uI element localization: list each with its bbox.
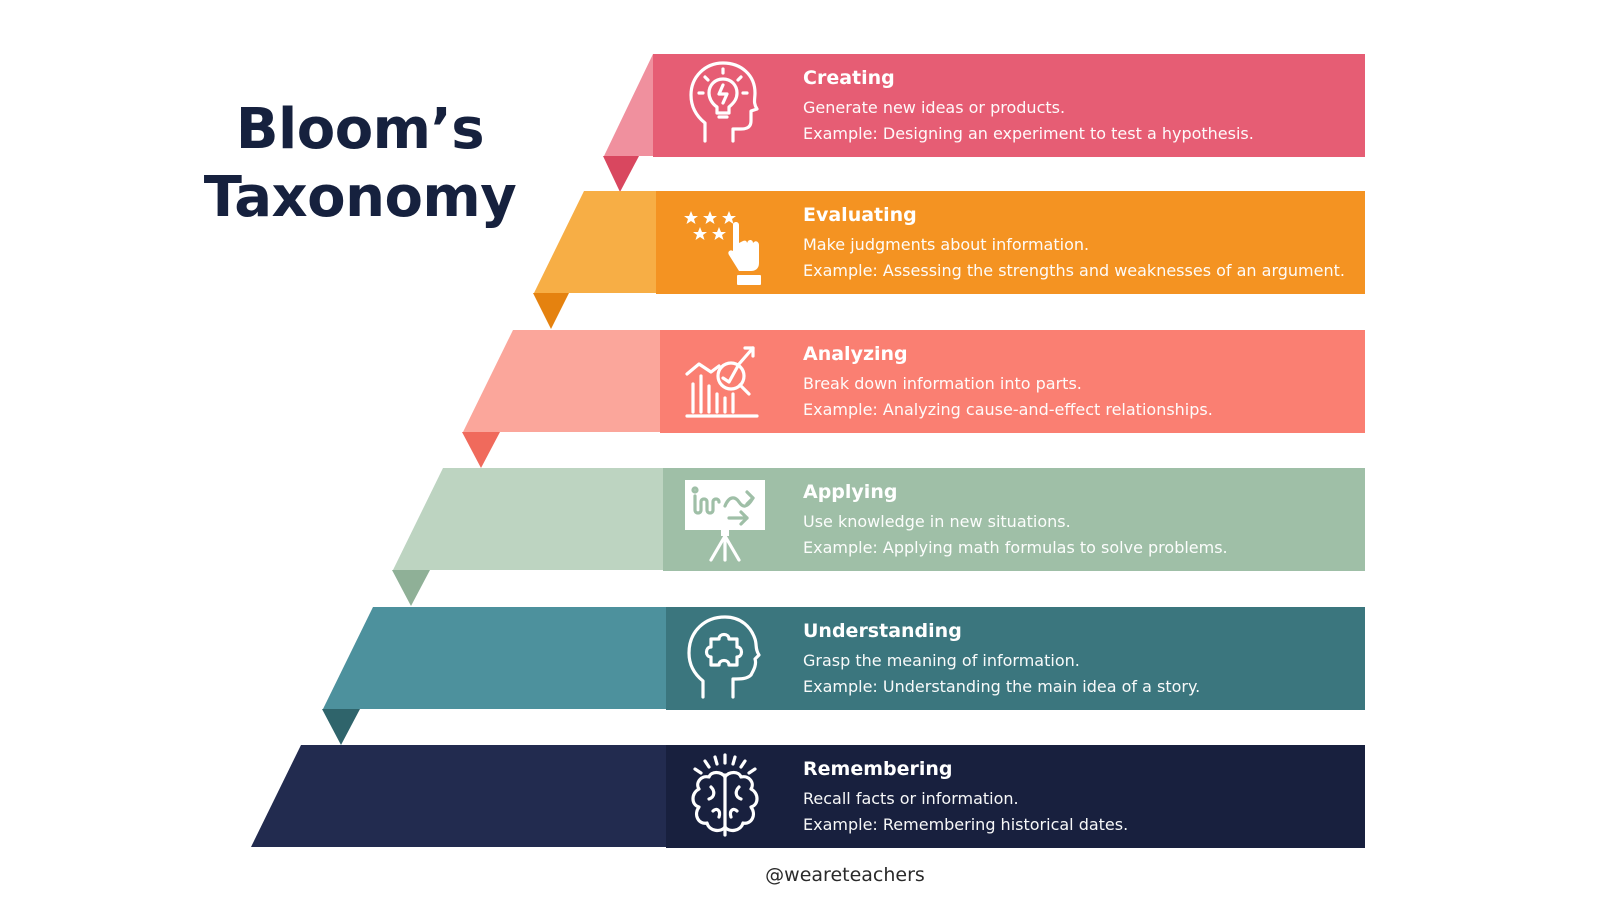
whiteboard-strategy-icon bbox=[681, 476, 769, 564]
tier-title: Applying bbox=[803, 481, 898, 503]
tier-description: Grasp the meaning of information. bbox=[803, 651, 1080, 670]
tier-understanding: Understanding Grasp the meaning of infor… bbox=[0, 607, 1600, 745]
puzzle-head-icon bbox=[681, 613, 769, 701]
tier-description: Break down information into parts. bbox=[803, 374, 1082, 393]
tier-remembering: Remembering Recall facts or information.… bbox=[0, 745, 1600, 882]
tier-description: Make judgments about information. bbox=[803, 235, 1090, 254]
tier-title: Creating bbox=[803, 67, 895, 89]
tier-creating: Creating Generate new ideas or products.… bbox=[0, 54, 1600, 192]
tier-title: Analyzing bbox=[803, 343, 908, 365]
tier-text-remembering: Remembering Recall facts or information.… bbox=[803, 745, 1128, 838]
tier-description: Generate new ideas or products. bbox=[803, 98, 1066, 117]
band-understanding bbox=[322, 607, 1365, 745]
title-line-1: Bloom’s bbox=[235, 97, 485, 162]
tier-example: Example: Remembering historical dates. bbox=[803, 815, 1129, 834]
brain-icon bbox=[681, 751, 769, 839]
tier-text-understanding: Understanding Grasp the meaning of infor… bbox=[803, 607, 1200, 700]
tier-title: Understanding bbox=[803, 620, 962, 642]
tier-text-creating: Creating Generate new ideas or products.… bbox=[803, 54, 1254, 147]
band-applying bbox=[392, 468, 1365, 606]
tier-text-evaluating: Evaluating Make judgments about informat… bbox=[803, 191, 1345, 284]
tier-analyzing: Analyzing Break down information into pa… bbox=[0, 330, 1600, 468]
credit-handle: @weareteachers bbox=[765, 864, 925, 886]
tier-description: Recall facts or information. bbox=[803, 789, 1019, 808]
tier-description: Use knowledge in new situations. bbox=[803, 512, 1071, 531]
tier-applying: Applying Use knowledge in new situations… bbox=[0, 468, 1600, 606]
tier-example: Example: Designing an experiment to test… bbox=[803, 124, 1254, 143]
page-title: Bloom’s Taxonomy bbox=[180, 96, 540, 232]
tier-example: Example: Understanding the main idea of … bbox=[803, 677, 1201, 696]
title-line-2: Taxonomy bbox=[203, 165, 517, 230]
tier-title: Remembering bbox=[803, 758, 953, 780]
band-evaluating bbox=[533, 191, 1365, 329]
band-creating bbox=[603, 54, 1365, 192]
tier-example: Example: Assessing the strengths and wea… bbox=[803, 261, 1345, 280]
chart-magnifier-icon bbox=[681, 338, 769, 426]
tier-example: Example: Applying math formulas to solve… bbox=[803, 538, 1228, 557]
tier-example: Example: Analyzing cause-and-effect rela… bbox=[803, 400, 1213, 419]
lightbulb-head-icon bbox=[681, 57, 769, 145]
band-analyzing bbox=[462, 330, 1365, 468]
band-remembering bbox=[251, 745, 1365, 848]
stars-rating-hand-icon bbox=[681, 199, 769, 287]
tier-title: Evaluating bbox=[803, 204, 917, 226]
tier-evaluating: Evaluating Make judgments about informat… bbox=[0, 191, 1600, 329]
tier-text-analyzing: Analyzing Break down information into pa… bbox=[803, 330, 1213, 423]
tier-text-applying: Applying Use knowledge in new situations… bbox=[803, 468, 1228, 561]
